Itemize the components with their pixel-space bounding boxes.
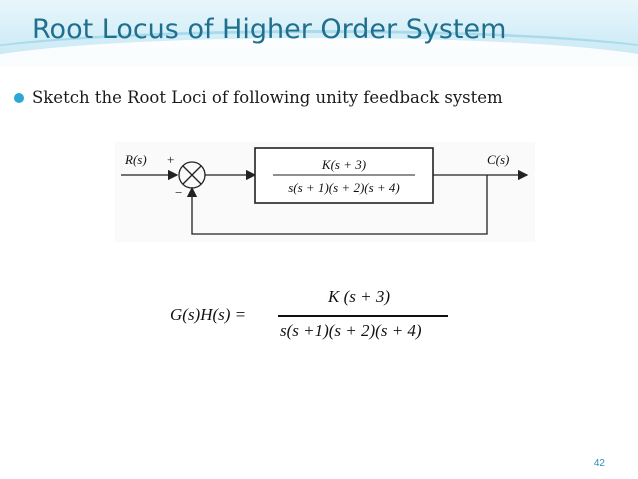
output-label: C(s) [487,152,509,167]
equation-lhs: G(s)H(s) = [170,305,247,324]
slide-header: Root Locus of Higher Order System [0,0,638,66]
tf-numerator: K(s + 3) [321,157,366,172]
transfer-function-equation: G(s)H(s) = K (s + 3) s(s +1)(s + 2)(s + … [170,283,470,353]
input-label: R(s) [124,152,147,167]
equation-denominator: s(s +1)(s + 2)(s + 4) [280,321,422,340]
page-number: 42 [593,458,605,469]
bullet-dot-icon [14,93,24,103]
equation-fraction-bar [278,315,448,317]
tf-denominator: s(s + 1)(s + 2)(s + 4) [288,180,400,195]
bullet-item: Sketch the Root Loci of following unity … [14,88,503,107]
equation-numerator: K (s + 3) [328,287,390,306]
block-diagram-svg: R(s) + − K(s + 3) s(s + 1)(s + 2)(s + 4)… [121,147,529,235]
bullet-text: Sketch the Root Loci of following unity … [32,88,503,107]
feedback-path [186,175,488,235]
minus-sign: − [175,185,182,200]
header-swoosh-line [0,30,638,66]
block-diagram: R(s) + − K(s + 3) s(s + 1)(s + 2)(s + 4)… [115,142,535,242]
junction-cross-b [182,165,202,185]
plus-sign: + [167,152,174,167]
slide-title: Root Locus of Higher Order System [32,14,507,45]
